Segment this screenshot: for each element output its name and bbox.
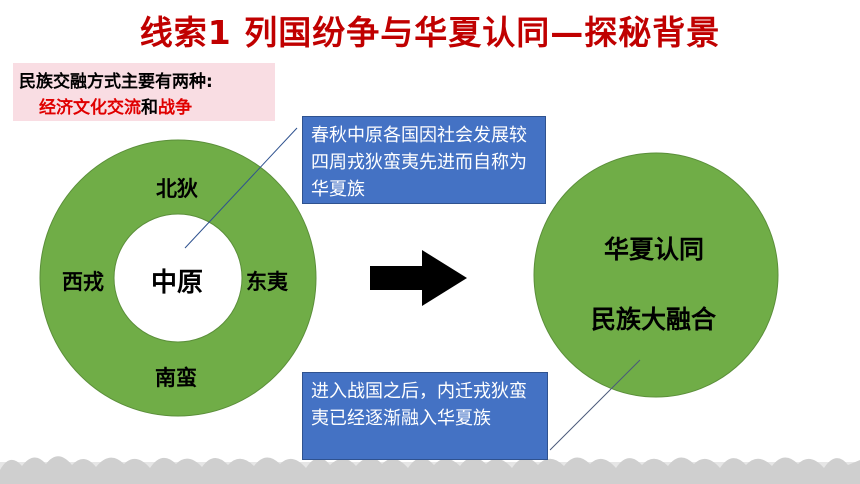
ring-shape xyxy=(39,139,317,417)
intro-box: 民族交融方式主要有两种: 经济文化交流和战争 xyxy=(13,63,275,121)
label-center: 中原 xyxy=(151,268,204,298)
right-arrow-icon xyxy=(370,250,467,306)
decorative-cloud-band xyxy=(0,456,860,484)
method-connector: 和 xyxy=(141,98,158,118)
callout-bottom: 进入战国之后，内迁戎狄蛮夷已经逐渐融入华夏族 xyxy=(302,372,548,460)
label-east: 东夷 xyxy=(246,270,288,294)
label-north: 北狄 xyxy=(156,177,198,201)
page-title: 线索1 列国纷争与华夏认同—探秘背景 xyxy=(139,13,721,52)
result-label-fusion: 民族大融合 xyxy=(591,305,717,334)
intro-methods: 经济文化交流和战争 xyxy=(39,93,192,118)
method-war: 战争 xyxy=(158,98,192,118)
result-circle xyxy=(533,152,779,398)
label-west: 西戎 xyxy=(62,270,104,294)
method-exchange: 经济文化交流 xyxy=(39,98,141,118)
label-south: 南蛮 xyxy=(155,366,197,390)
callout-top: 春秋中原各国因社会发展较四周戎狄蛮夷先进而自称为华夏族 xyxy=(302,116,546,204)
result-label-identity: 华夏认同 xyxy=(604,235,705,264)
intro-heading: 民族交融方式主要有两种: xyxy=(19,72,213,92)
callout-top-leader xyxy=(184,127,298,249)
callout-bottom-leader xyxy=(549,359,641,451)
